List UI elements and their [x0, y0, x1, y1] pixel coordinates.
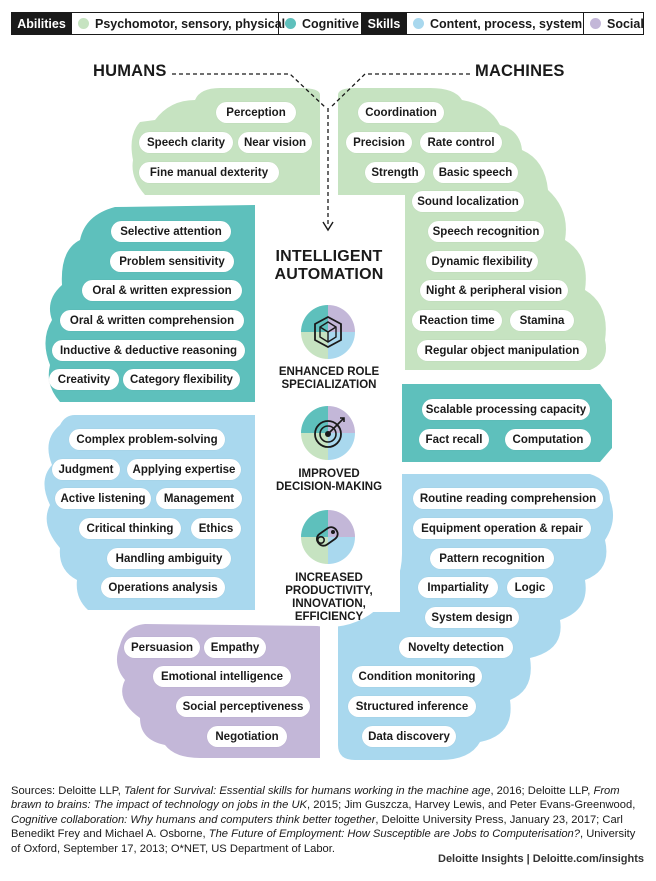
chip-data-discovery: Data discovery [362, 726, 456, 747]
sources-title: The Future of Employment: How Susceptibl… [208, 828, 580, 841]
dashed-connector-machines [329, 73, 470, 109]
target-icon [301, 406, 355, 460]
benefit-productivity: INCREASED PRODUCTIVITY, INNOVATION, EFFI… [258, 572, 400, 624]
chip-ethics: Ethics [191, 518, 241, 539]
legend-item-psychomotor: Psychomotor, sensory, physical [72, 13, 285, 34]
chip-oral-written-expression: Oral & written expression [82, 280, 242, 301]
chip-speech-clarity: Speech clarity [139, 132, 233, 153]
legend-dot-psychomotor [78, 18, 89, 29]
footer-credit[interactable]: Deloitte Insights | Deloitte.com/insight… [438, 853, 644, 865]
legend-item-social: Social [584, 13, 644, 34]
sources-text: , 2015; Jim Guszcza, Harvey Lewis, and P… [307, 799, 636, 812]
chip-near-vision: Near vision [238, 132, 312, 153]
legend-abilities-header: Abilities [12, 13, 72, 34]
chip-computation: Computation [505, 429, 591, 450]
sources-text: Sources: Deloitte LLP, [11, 785, 124, 797]
legend-dot-social [590, 18, 601, 29]
machines-title: MACHINES [475, 62, 565, 80]
benefit-line: SPECIALIZATION [281, 379, 377, 391]
chip-persuasion: Persuasion [124, 637, 200, 658]
legend-item-cognitive: Cognitive [279, 13, 362, 34]
legend-dot-cognitive [285, 18, 296, 29]
sources-title: Cognitive collaboration: Why humans and … [11, 813, 376, 826]
benefit-line: INNOVATION, [292, 598, 366, 610]
sources-note: Sources: Deloitte LLP, Talent for Surviv… [11, 784, 647, 856]
chip-operations-analysis: Operations analysis [101, 577, 225, 598]
sources-title: Talent for Survival: Essential skills fo… [123, 785, 491, 797]
sources-title: From brawn to brains: The impact of tech… [11, 785, 620, 812]
chip-structured-inference: Structured inference [348, 696, 476, 717]
chip-fact-recall: Fact recall [419, 429, 489, 450]
chip-basic-speech: Basic speech [433, 162, 518, 183]
benefit-line: ENHANCED ROLE [278, 366, 380, 378]
chip-complex-problem-solving: Complex problem-solving [69, 429, 225, 450]
gear-icon [301, 510, 355, 564]
chip-impartiality: Impartiality [418, 577, 498, 598]
legend-item-content: Content, process, system [407, 13, 584, 34]
benefit-decision-making: IMPROVED DECISION-MAKING [258, 468, 400, 494]
chip-regular-object-manipulation: Regular object manipulation [417, 340, 587, 361]
chip-speech-recognition: Speech recognition [428, 221, 544, 242]
chip-handling-ambiguity: Handling ambiguity [107, 548, 231, 569]
chip-category-flexibility: Category flexibility [123, 369, 240, 390]
chip-condition-monitoring: Condition monitoring [352, 666, 482, 687]
chip-coordination: Coordination [358, 102, 444, 123]
chip-empathy: Empathy [204, 637, 266, 658]
chip-perception: Perception [216, 102, 296, 123]
chip-applying-expertise: Applying expertise [127, 459, 241, 480]
chip-negotiation: Negotiation [207, 726, 287, 747]
chip-logic: Logic [507, 577, 553, 598]
chip-fine-manual-dexterity: Fine manual dexterity [139, 162, 279, 183]
cube-icon [301, 305, 355, 359]
chip-management: Management [156, 488, 242, 509]
chip-problem-sensitivity: Problem sensitivity [110, 251, 234, 272]
benefit-line: DECISION-MAKING [275, 481, 383, 493]
chip-creativity: Creativity [49, 369, 119, 390]
benefit-line: INCREASED [295, 572, 363, 584]
region-machines-cognitive [400, 384, 612, 462]
humans-title: HUMANS [93, 62, 167, 80]
arrow-head [322, 221, 334, 232]
chip-social-perceptiveness: Social perceptiveness [176, 696, 310, 717]
legend-label: Cognitive [302, 16, 359, 31]
chip-system-design: System design [425, 607, 519, 628]
benefit-line: EFFICIENCY [294, 611, 364, 623]
chip-oral-written-comprehension: Oral & written comprehension [60, 310, 244, 331]
chip-equipment-operation-repair: Equipment operation & repair [413, 518, 591, 539]
legend-label: Content, process, system [430, 16, 583, 31]
chip-selective-attention: Selective attention [111, 221, 231, 242]
legend-dot-content [413, 18, 424, 29]
chip-novelty-detection: Novelty detection [399, 637, 513, 658]
center-title-line: AUTOMATION [274, 266, 384, 283]
chip-judgment: Judgment [52, 459, 120, 480]
benefit-role-specialization: ENHANCED ROLE SPECIALIZATION [258, 366, 400, 392]
chip-inductive-deductive-reasoning: Inductive & deductive reasoning [52, 340, 245, 361]
benefit-line: PRODUCTIVITY, [285, 585, 373, 597]
chip-precision: Precision [346, 132, 412, 153]
legend: Abilities Psychomotor, sensory, physical… [11, 12, 644, 35]
chip-emotional-intelligence: Emotional intelligence [153, 666, 291, 687]
legend-label: Social [607, 16, 644, 31]
sources-text: , 2016; Deloitte LLP, [490, 785, 594, 797]
chip-night-peripheral-vision: Night & peripheral vision [420, 280, 568, 301]
legend-skills-header: Skills [362, 13, 407, 34]
center-title-line: INTELLIGENT [275, 248, 383, 265]
chip-pattern-recognition: Pattern recognition [430, 548, 554, 569]
chip-routine-reading-comprehension: Routine reading comprehension [413, 488, 603, 509]
chip-dynamic-flexibility: Dynamic flexibility [426, 251, 538, 272]
chip-sound-localization: Sound localization [412, 191, 524, 212]
benefit-line: IMPROVED [298, 468, 360, 480]
chip-reaction-time: Reaction time [412, 310, 502, 331]
sources-text: , Deloitte University Press, January 23,… [11, 813, 623, 841]
center-title: INTELLIGENT AUTOMATION [258, 248, 400, 284]
chip-critical-thinking: Critical thinking [79, 518, 181, 539]
chip-stamina: Stamina [510, 310, 574, 331]
chip-scalable-processing-capacity: Scalable processing capacity [422, 399, 590, 420]
legend-label: Psychomotor, sensory, physical [95, 16, 286, 31]
sources-text: , University of Oxford, September 17, 20… [11, 828, 636, 855]
chip-rate-control: Rate control [420, 132, 502, 153]
chip-strength: Strength [365, 162, 425, 183]
chip-active-listening: Active listening [55, 488, 151, 509]
